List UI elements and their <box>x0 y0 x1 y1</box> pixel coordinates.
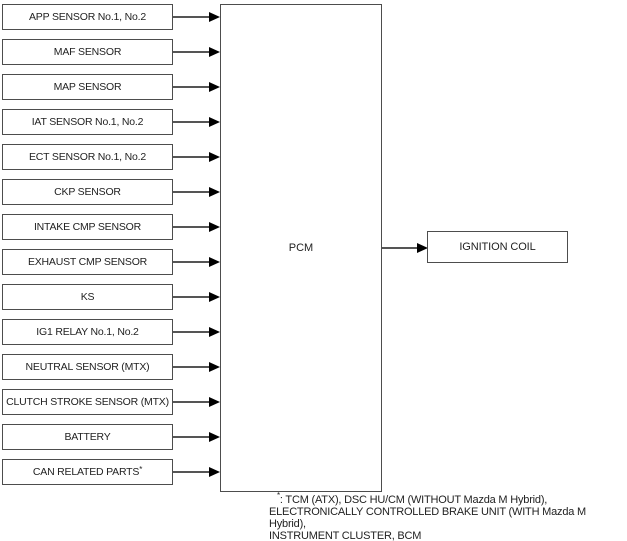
pcm-to-ignition-arrow <box>382 235 428 261</box>
flow-arrow <box>173 424 220 450</box>
arrow-head-icon <box>209 467 220 477</box>
arrow-head-icon <box>417 243 428 253</box>
arrow-line <box>173 471 212 473</box>
input-row: IAT SENSOR No.1, No.2 <box>2 109 220 135</box>
input-label: NEUTRAL SENSOR (MTX) <box>25 361 150 373</box>
input-label: EXHAUST CMP SENSOR <box>27 256 148 268</box>
footnote-line: *: TCM (ATX), DSC HU/CM (WITHOUT Mazda M… <box>269 491 625 507</box>
flow-arrow <box>173 109 220 135</box>
input-box-ect-sensor: ECT SENSOR No.1, No.2 <box>2 144 173 170</box>
asterisk-superscript: * <box>139 465 143 474</box>
footnote-line: ELECTRONICALLY CONTROLLED BRAKE UNIT (WI… <box>269 506 587 530</box>
input-label: CLUTCH STROKE SENSOR (MTX) <box>6 396 169 408</box>
arrow-line <box>173 436 212 438</box>
arrow-line <box>173 156 212 158</box>
arrow-line <box>382 247 420 249</box>
input-label: ECT SENSOR No.1, No.2 <box>29 151 146 163</box>
input-row: CKP SENSOR <box>2 179 220 205</box>
input-box-neutral-sensor: NEUTRAL SENSOR (MTX) <box>2 354 173 380</box>
arrow-head-icon <box>209 327 220 337</box>
flow-arrow <box>173 459 220 485</box>
arrow-head-icon <box>209 152 220 162</box>
flow-arrow <box>173 39 220 65</box>
arrow-line <box>173 331 212 333</box>
arrow-head-icon <box>209 82 220 92</box>
footnote-line: INSTRUMENT CLUSTER, BCM <box>269 530 422 541</box>
flow-arrow <box>173 354 220 380</box>
input-box-battery: BATTERY <box>2 424 173 450</box>
input-column: APP SENSOR No.1, No.2 MAF SENSOR MAP SEN… <box>2 4 220 494</box>
arrow-head-icon <box>209 117 220 127</box>
flow-arrow <box>173 179 220 205</box>
footnote: *: TCM (ATX), DSC HU/CM (WITHOUT Mazda M… <box>269 491 625 541</box>
ignition-coil-box: IGNITION COIL <box>427 231 568 263</box>
input-label: MAF SENSOR <box>53 46 122 58</box>
arrow-head-icon <box>209 187 220 197</box>
input-box-map-sensor: MAP SENSOR <box>2 74 173 100</box>
arrow-head-icon <box>209 432 220 442</box>
ignition-coil-label: IGNITION COIL <box>459 241 536 253</box>
flow-arrow <box>173 319 220 345</box>
arrow-head-icon <box>209 397 220 407</box>
input-label: BATTERY <box>64 431 111 443</box>
input-box-app-sensor: APP SENSOR No.1, No.2 <box>2 4 173 30</box>
arrow-line <box>173 191 212 193</box>
asterisk-marker: * <box>277 491 280 500</box>
input-label: MAP SENSOR <box>53 81 122 93</box>
input-row: MAF SENSOR <box>2 39 220 65</box>
input-box-ig1-relay: IG1 RELAY No.1, No.2 <box>2 319 173 345</box>
input-row: INTAKE CMP SENSOR <box>2 214 220 240</box>
input-row: IG1 RELAY No.1, No.2 <box>2 319 220 345</box>
flow-arrow <box>173 389 220 415</box>
input-label: IAT SENSOR No.1, No.2 <box>31 116 144 128</box>
arrow-line <box>173 121 212 123</box>
input-row: BATTERY <box>2 424 220 450</box>
input-row: CLUTCH STROKE SENSOR (MTX) <box>2 389 220 415</box>
input-box-ks: KS <box>2 284 173 310</box>
arrow-head-icon <box>209 292 220 302</box>
input-box-ckp-sensor: CKP SENSOR <box>2 179 173 205</box>
input-label: CAN RELATED PARTS <box>32 466 140 478</box>
input-label: IG1 RELAY No.1, No.2 <box>36 326 139 338</box>
arrow-line <box>173 86 212 88</box>
input-label: APP SENSOR No.1, No.2 <box>29 11 146 23</box>
input-box-exhaust-cmp-sensor: EXHAUST CMP SENSOR <box>2 249 173 275</box>
input-box-can-related-parts: CAN RELATED PARTS* <box>2 459 173 485</box>
input-box-maf-sensor: MAF SENSOR <box>2 39 173 65</box>
flow-arrow <box>173 249 220 275</box>
arrow-line <box>173 296 212 298</box>
input-label: KS <box>80 291 95 303</box>
input-row: NEUTRAL SENSOR (MTX) <box>2 354 220 380</box>
arrow-head-icon <box>209 257 220 267</box>
flow-arrow <box>173 214 220 240</box>
input-row: MAP SENSOR <box>2 74 220 100</box>
input-row: CAN RELATED PARTS* <box>2 459 220 485</box>
input-row: KS <box>2 284 220 310</box>
input-label: INTAKE CMP SENSOR <box>33 221 142 233</box>
input-row: APP SENSOR No.1, No.2 <box>2 4 220 30</box>
pcm-label: PCM <box>288 242 314 254</box>
arrow-line <box>173 226 212 228</box>
arrow-head-icon <box>209 12 220 22</box>
arrow-head-icon <box>209 47 220 57</box>
pcm-box: PCM <box>220 4 382 492</box>
arrow-line <box>173 16 212 18</box>
input-box-intake-cmp-sensor: INTAKE CMP SENSOR <box>2 214 173 240</box>
arrow-line <box>173 261 212 263</box>
arrow-head-icon <box>209 362 220 372</box>
arrow-line <box>173 401 212 403</box>
arrow-head-icon <box>209 222 220 232</box>
arrow-line <box>173 366 212 368</box>
input-label: CKP SENSOR <box>54 186 121 198</box>
flow-arrow <box>173 4 220 30</box>
footnote-text: : TCM (ATX), DSC HU/CM (WITHOUT Mazda M … <box>279 494 548 506</box>
flow-arrow <box>173 74 220 100</box>
flow-arrow <box>173 284 220 310</box>
flow-arrow <box>173 144 220 170</box>
input-row: EXHAUST CMP SENSOR <box>2 249 220 275</box>
input-box-clutch-stroke-sensor: CLUTCH STROKE SENSOR (MTX) <box>2 389 173 415</box>
input-row: ECT SENSOR No.1, No.2 <box>2 144 220 170</box>
input-box-iat-sensor: IAT SENSOR No.1, No.2 <box>2 109 173 135</box>
arrow-line <box>173 51 212 53</box>
